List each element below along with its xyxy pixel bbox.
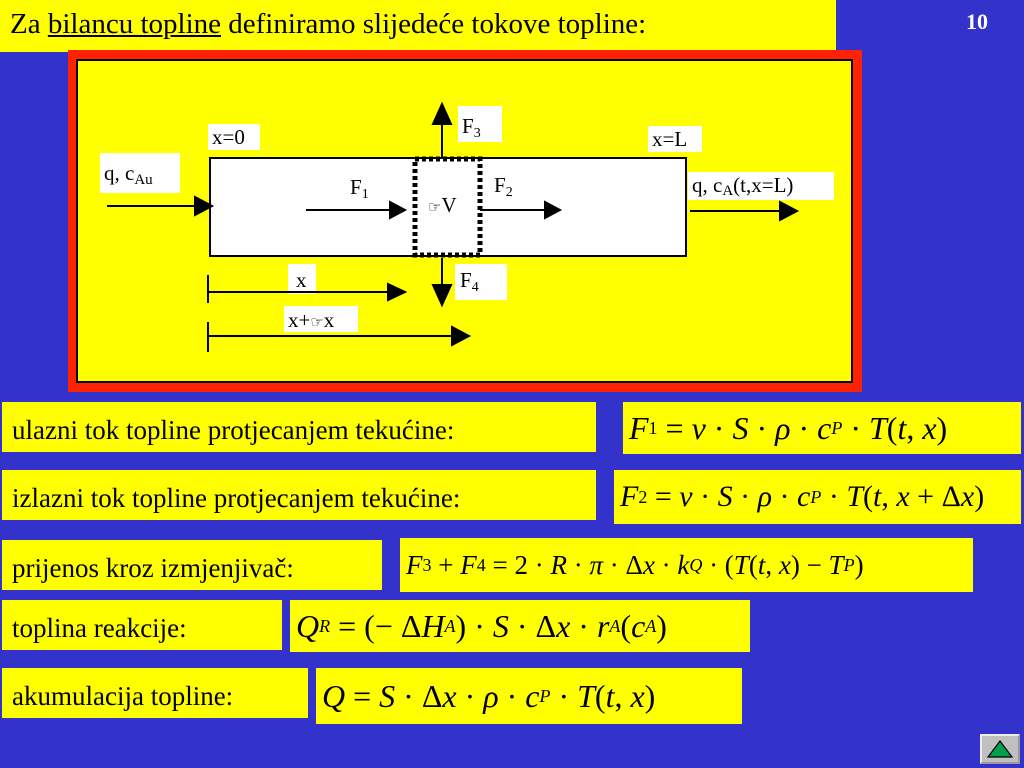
row-2-label: izlazni tok topline protjecanjem tekućin… [2,470,596,520]
row-3-label: prijenos kroz izmjenjivač: [2,540,382,590]
label-F3: F3 [462,114,481,141]
label-x0: x=0 [212,125,245,149]
control-volume [412,156,483,258]
tube [209,157,687,257]
label-F2: F2 [494,173,513,200]
title-underlined: bilancu topline [47,8,221,40]
hand-pointer-icon: ☞ [428,200,441,216]
label-inlet: q, cAu [104,161,153,188]
slide-title: Za bilancu topline definiramo slijedeće … [0,0,836,52]
triangle-play-icon [986,740,1014,758]
label-F1: F1 [350,175,369,202]
label-F4: F4 [460,268,479,295]
label-x-dx: x+☞x [288,308,335,332]
next-slide-button[interactable] [980,734,1020,764]
label-outlet: q, cA(t,x=L) [692,173,793,199]
row-4-label: toplina reakcije: [2,600,282,650]
label-xL: x=L [652,127,687,151]
label-dV: ☞V [428,193,457,217]
reactor-diagram: x=0 x=L q, cAu q, cA(t,x=L) F1 F2 F3 F4 … [100,101,834,352]
page-number: 10 [966,9,988,34]
row-5-label: akumulacija topline: [2,668,308,718]
row-1-label: ulazni tok topline protjecanjem tekućine… [2,402,596,452]
label-x: x [296,268,307,292]
